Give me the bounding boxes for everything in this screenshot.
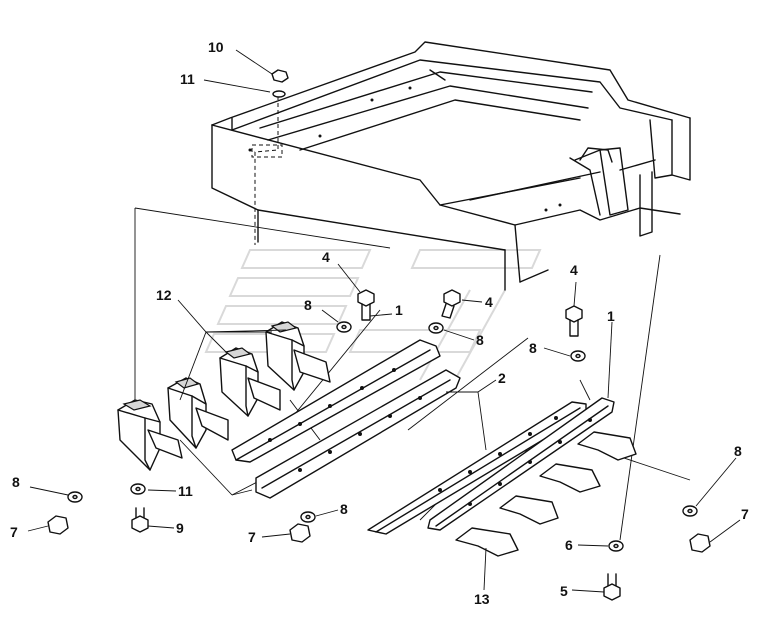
callout-13: 13 [474,591,490,607]
callout-12: 12 [156,287,172,303]
washer-8b [428,322,444,334]
wear-strip-left-lower [255,369,461,499]
callout-1: 1 [607,308,615,324]
callout-8: 8 [529,340,537,356]
nut-top [271,69,289,83]
nut-7a [47,515,69,535]
callout-8: 8 [476,332,484,348]
washer-8a [336,321,352,333]
spacer-plate-3 [539,463,601,493]
callout-4: 4 [570,262,578,278]
callout-1: 1 [395,302,403,318]
washer-top [272,90,286,98]
callout-4: 4 [485,294,493,310]
washer-8c [570,350,586,362]
mounting-bracket-4 [265,321,331,391]
washer-8d [67,491,83,503]
callout-7: 7 [741,506,749,522]
washer-8f [682,505,698,517]
spacer-plate-1 [455,527,519,557]
callout-5: 5 [560,583,568,599]
callout-6: 6 [565,537,573,553]
callout-7: 7 [248,529,256,545]
callout-4: 4 [322,249,330,265]
watermark-logo [204,249,542,381]
callout-7: 7 [10,524,18,540]
callout-8: 8 [734,443,742,459]
callout-8: 8 [12,474,20,490]
wear-strip-left-upper [231,339,441,463]
mounting-bracket-3 [219,347,281,417]
callout-8: 8 [304,297,312,313]
leader-lines [27,49,741,593]
bolt-4c [565,305,583,337]
callout-11: 11 [180,71,195,87]
washer-8e [300,511,316,523]
washer-11 [130,483,146,495]
wear-strip-right-lower [427,397,615,531]
spacer-plate-2 [499,495,559,525]
mounting-bracket-1 [117,399,183,471]
washer-6 [608,540,624,552]
frame-assembly [211,41,691,291]
spacer-plate-4 [577,431,637,461]
assembly-guide-lines [134,207,691,541]
nut-7c [689,533,711,553]
callout-labels: 10 11 12 4 8 1 4 8 4 1 8 2 8 7 11 9 8 7 … [10,39,749,607]
mounting-bracket-2 [167,377,229,449]
bolt-4a [357,289,375,321]
callout-11: 11 [178,483,193,499]
bolt-4b [441,289,461,319]
callout-2: 2 [498,370,506,386]
callout-9: 9 [176,520,184,536]
bolt-9 [131,507,149,533]
nut-7b [289,523,311,543]
callout-8: 8 [340,501,348,517]
bolt-5 [603,573,621,601]
callout-10: 10 [208,39,224,55]
